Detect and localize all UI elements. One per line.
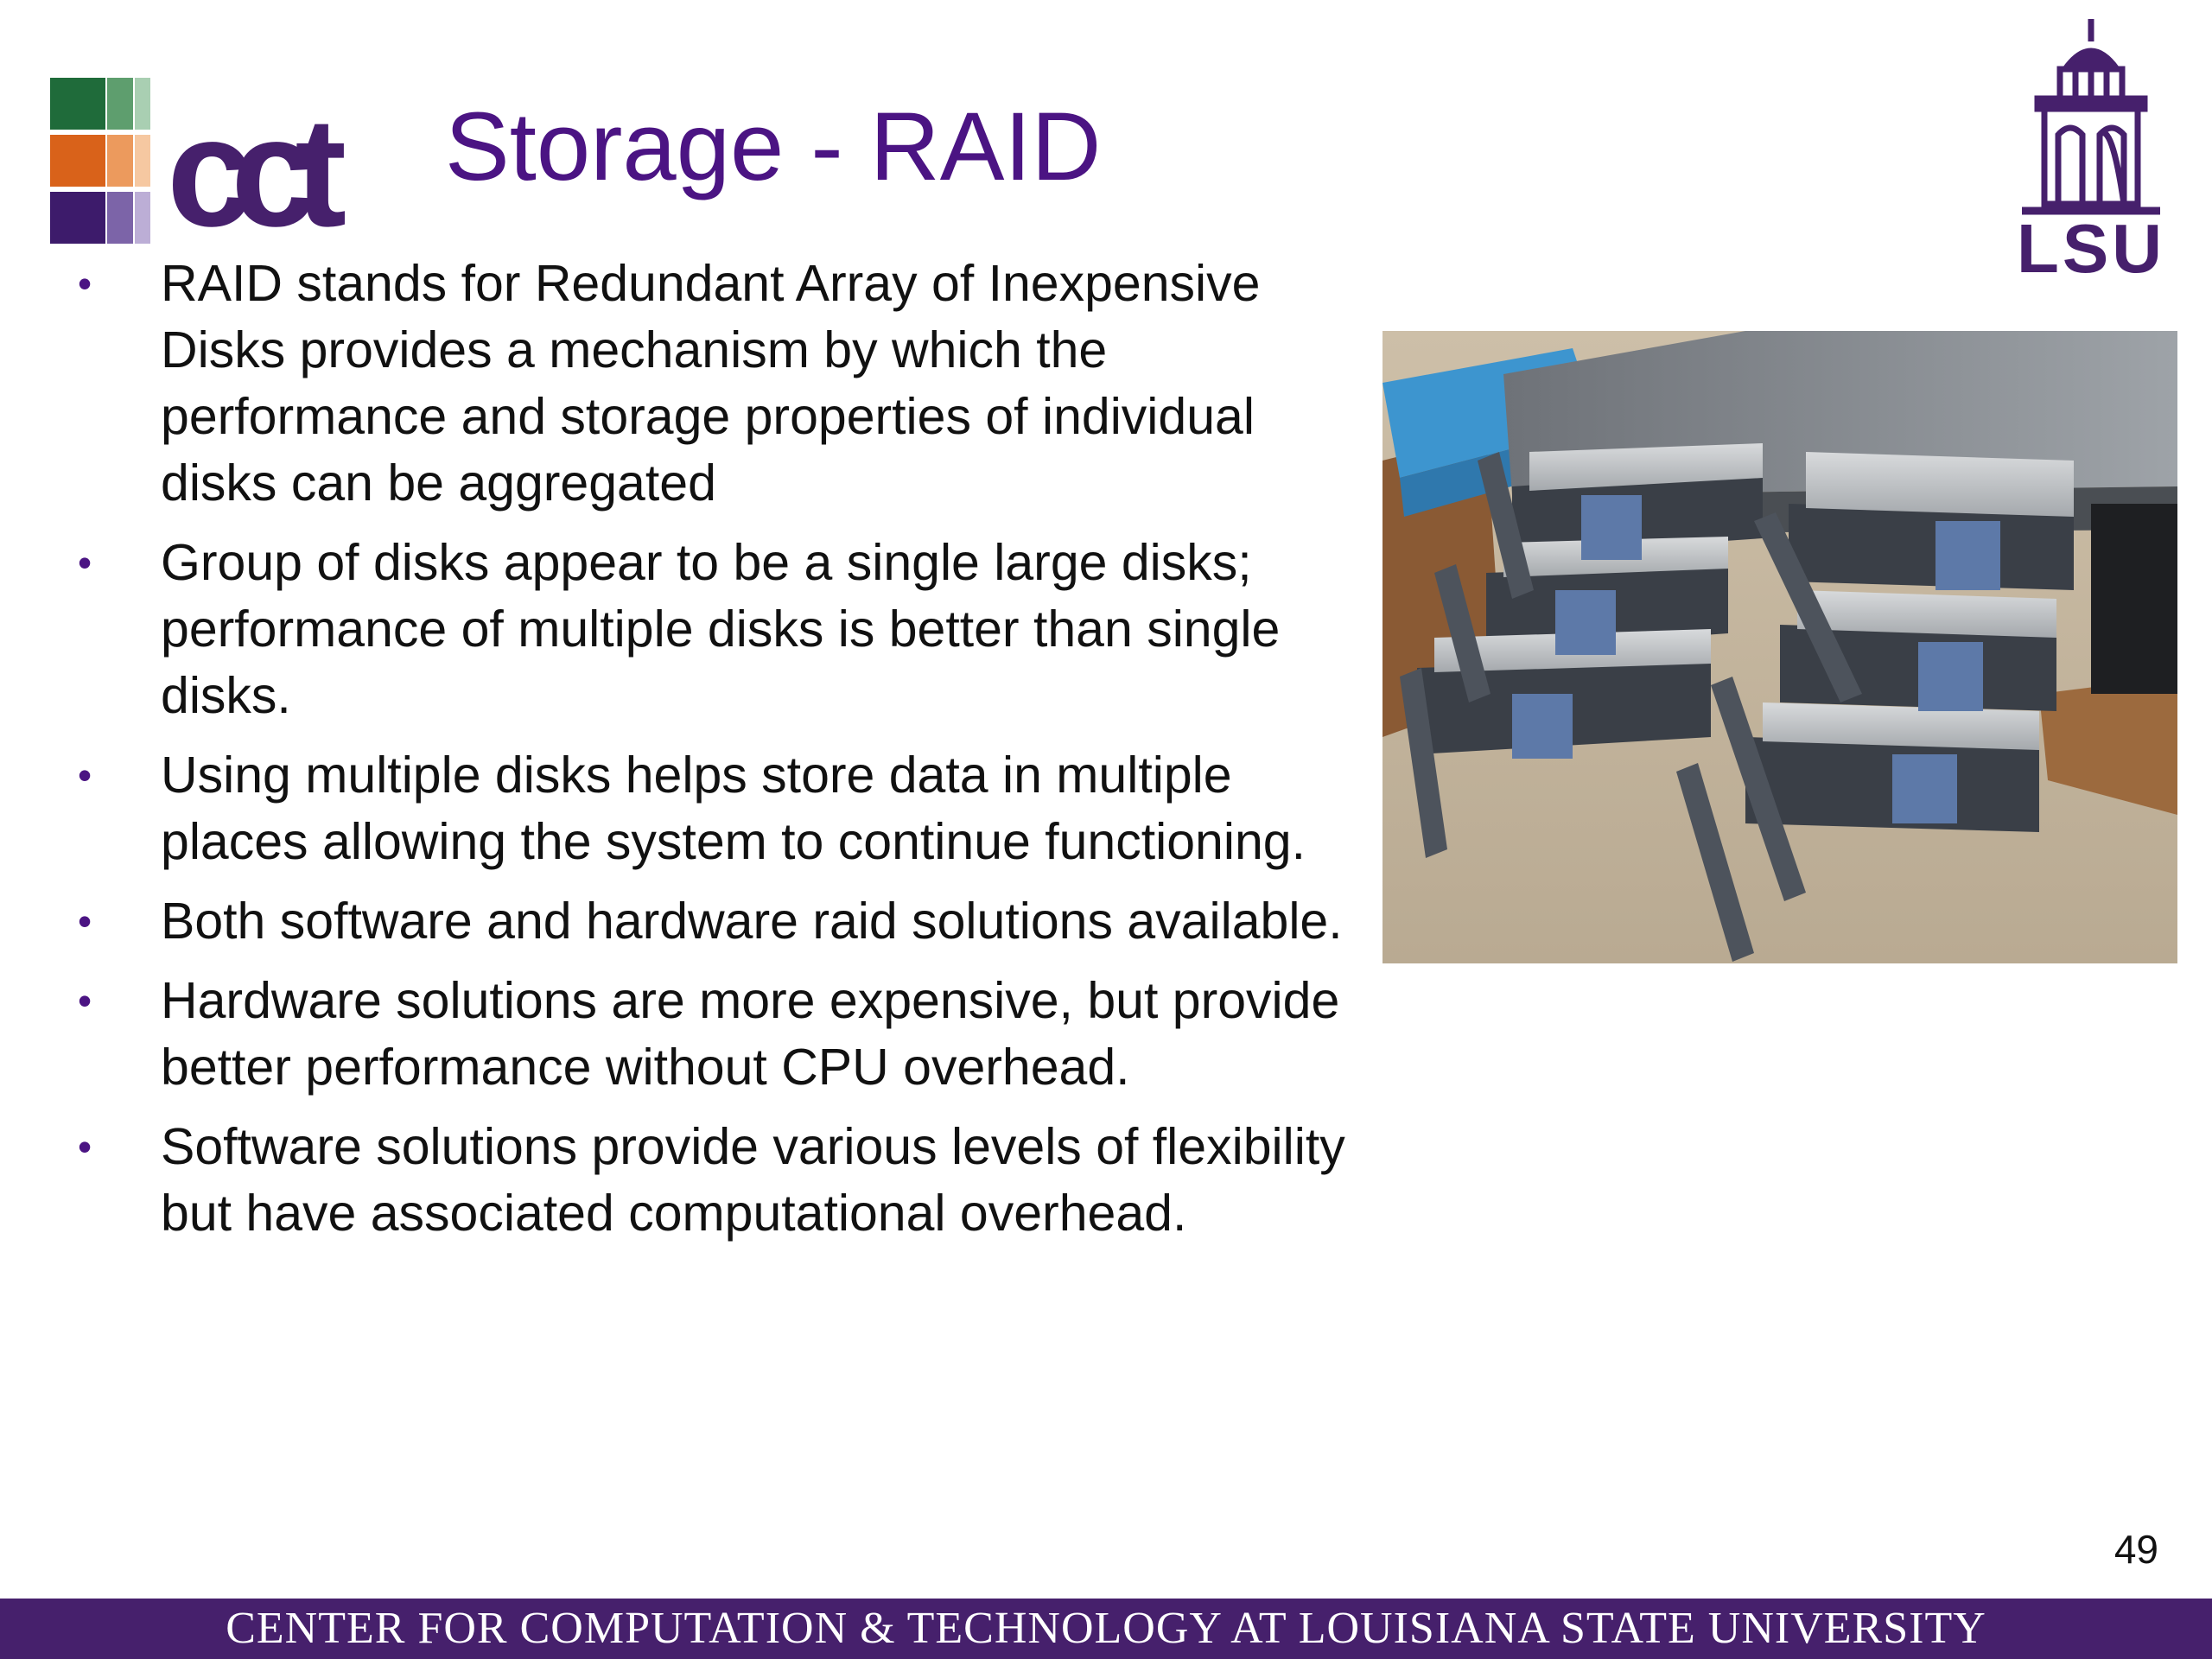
bullet-marker: • bbox=[78, 899, 92, 944]
bullet-marker: • bbox=[78, 978, 92, 1023]
cct-logo-icon: cct bbox=[50, 78, 396, 251]
page-number: 49 bbox=[2113, 1527, 2158, 1572]
slide-title: Storage - RAID bbox=[445, 92, 1102, 200]
bullet-marker: • bbox=[78, 540, 92, 585]
bullet-marker: • bbox=[78, 753, 92, 798]
lsu-wordmark: LSU bbox=[2017, 210, 2165, 287]
bullet-text: RAID stands for Redundant Array of Inexp… bbox=[161, 255, 1261, 512]
bullet-text: Software solutions provide various level… bbox=[161, 1118, 1345, 1242]
bullet-text: Hardware solutions are more expensive, b… bbox=[161, 972, 1340, 1096]
bullet-item: • Using multiple disks helps store data i… bbox=[69, 742, 1365, 875]
bullet-text: Using multiple disks helps store data in… bbox=[161, 747, 1306, 870]
bullet-marker: • bbox=[78, 1124, 92, 1169]
cct-wordmark: cct bbox=[167, 86, 346, 259]
bullet-list: • RAID stands for Redundant Array of Inex… bbox=[69, 251, 1365, 1260]
bullet-item: • Both software and hardware raid solutio… bbox=[69, 888, 1365, 955]
bullet-item: • Group of disks appear to be a single la… bbox=[69, 530, 1365, 729]
lsu-tower-icon bbox=[2022, 19, 2160, 215]
bullet-marker: • bbox=[78, 261, 92, 306]
bullet-item: • Hardware solutions are more expensive, … bbox=[69, 968, 1365, 1101]
cct-color-grid bbox=[50, 78, 154, 251]
footer-text: CENTER FOR COMPUTATION & TECHNOLOGY AT L… bbox=[226, 1604, 1986, 1653]
bullet-text: Group of disks appear to be a single lar… bbox=[161, 534, 1281, 724]
footer-bar: CENTER FOR COMPUTATION & TECHNOLOGY AT L… bbox=[0, 1599, 2212, 1659]
bullet-text: Both software and hardware raid solution… bbox=[161, 893, 1343, 950]
raid-disk-array-photo bbox=[1382, 331, 2177, 963]
bullet-item: • RAID stands for Redundant Array of Inex… bbox=[69, 251, 1365, 517]
bullet-item: • Software solutions provide various leve… bbox=[69, 1114, 1365, 1247]
